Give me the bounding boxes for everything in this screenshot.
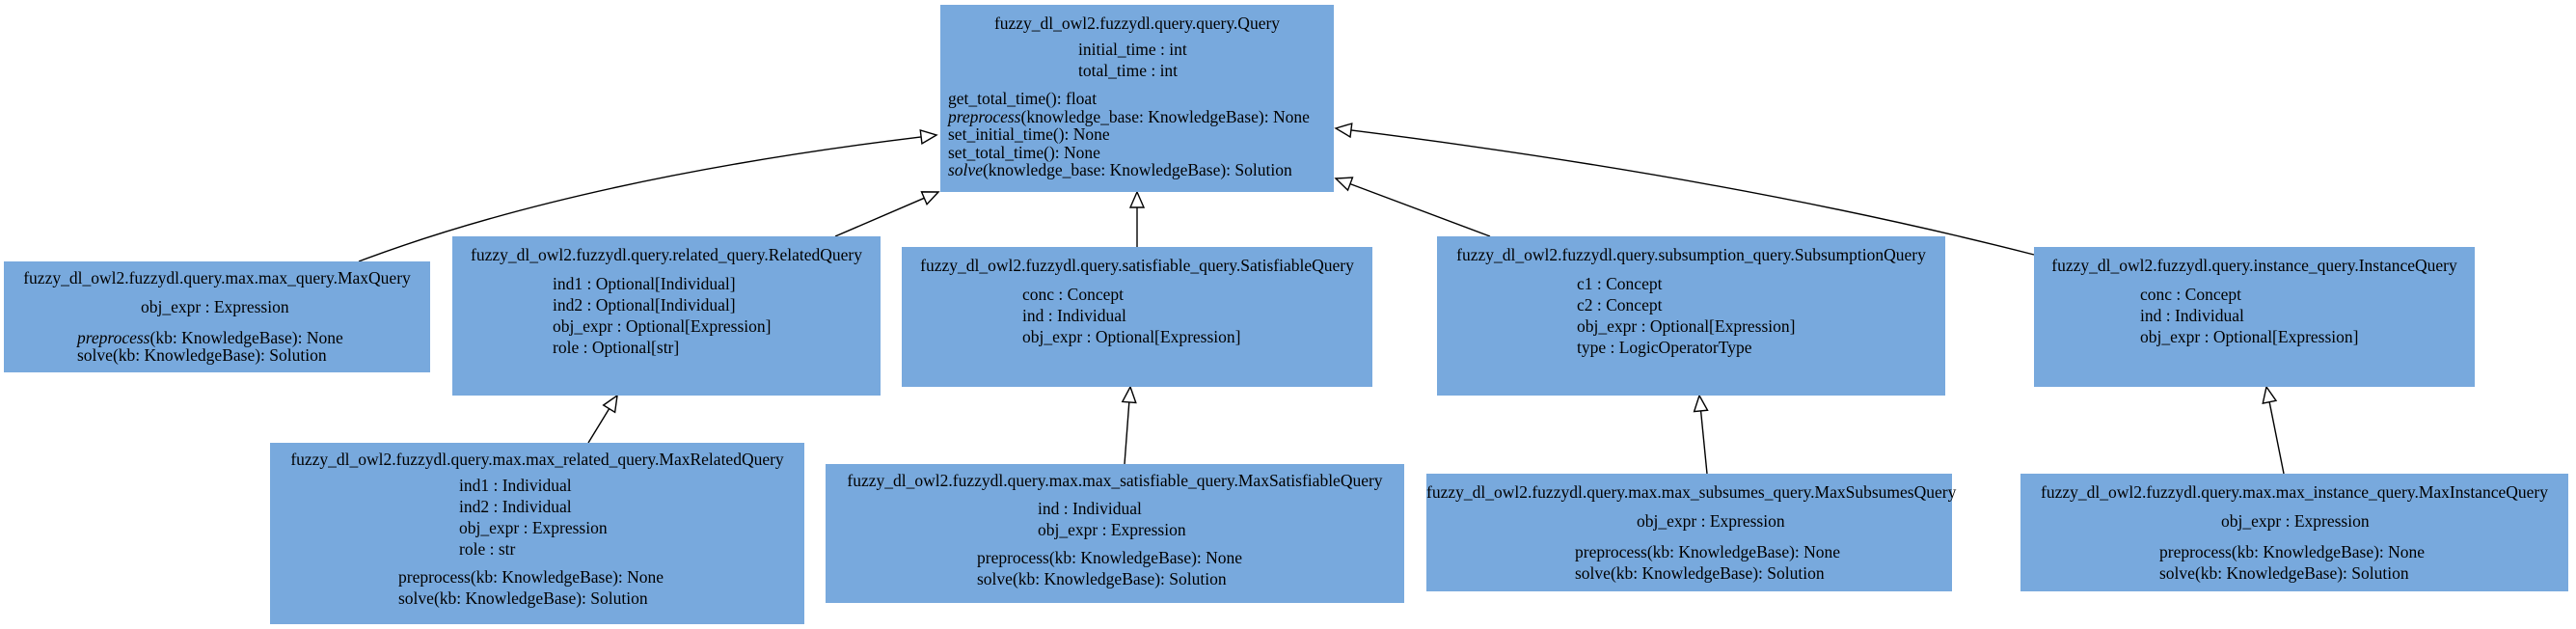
method: solve(kb: KnowledgeBase): Solution <box>398 588 648 608</box>
attribute: conc : Concept <box>2140 285 2241 304</box>
attribute: obj_expr : Optional[Expression] <box>1577 316 1796 336</box>
class-title: fuzzy_dl_owl2.fuzzydl.query.max.max_rela… <box>290 450 784 469</box>
class-title: fuzzy_dl_owl2.fuzzydl.query.related_quer… <box>471 245 862 264</box>
method: preprocess(kb: KnowledgeBase): None <box>977 548 1243 567</box>
inheritance-edge <box>1699 410 1708 475</box>
inheritance-arrowhead <box>1121 385 1137 404</box>
method: solve(knowledge_base: KnowledgeBase): So… <box>948 160 1292 179</box>
inheritance-edge <box>1350 129 2035 256</box>
inheritance-arrowhead <box>919 128 938 146</box>
class-node-satisfiable-query[interactable]: fuzzy_dl_owl2.fuzzydl.query.satisfiable_… <box>902 247 1372 387</box>
class-node-query[interactable]: fuzzy_dl_owl2.fuzzydl.query.query.Query … <box>940 5 1334 192</box>
attribute: ind : Individual <box>1022 306 1126 325</box>
attribute: conc : Concept <box>1022 285 1124 304</box>
method: solve(kb: KnowledgeBase): Solution <box>2159 563 2409 583</box>
method-list: preprocess(kb: KnowledgeBase): None solv… <box>1426 532 1952 584</box>
inheritance-edge <box>587 408 610 444</box>
attribute: obj_expr : Expression <box>141 297 289 316</box>
inheritance-edge <box>358 136 922 262</box>
class-title: fuzzy_dl_owl2.fuzzydl.query.max.max_quer… <box>23 268 411 287</box>
method-list: preprocess(kb: KnowledgeBase): None solv… <box>270 560 804 609</box>
method: preprocess(kb: KnowledgeBase): None <box>2159 542 2426 561</box>
attribute: obj_expr : Optional[Expression] <box>553 316 772 336</box>
attribute: total_time : int <box>1078 61 1179 80</box>
attribute: role : Optional[str] <box>553 338 680 357</box>
method: solve(kb: KnowledgeBase): Solution <box>1575 563 1825 583</box>
attribute: role : str <box>459 539 516 559</box>
attribute-list: ind1 : Optional[Individual] ind2 : Optio… <box>452 265 881 358</box>
inheritance-arrowhead <box>602 394 618 414</box>
inheritance-edge <box>1349 182 1491 237</box>
class-title: fuzzy_dl_owl2.fuzzydl.query.max.max_inst… <box>2041 482 2548 502</box>
attribute: c2 : Concept <box>1577 295 1663 314</box>
class-node-max-related-query[interactable]: fuzzy_dl_owl2.fuzzydl.query.max.max_rela… <box>270 443 804 624</box>
class-title: fuzzy_dl_owl2.fuzzydl.query.subsumption_… <box>1456 245 1926 264</box>
method-list: preprocess(kb: KnowledgeBase): None solv… <box>4 317 430 364</box>
inheritance-arrowhead <box>920 191 940 206</box>
attribute: obj_expr : Expression <box>1038 520 1186 539</box>
attribute: c1 : Concept <box>1577 274 1663 293</box>
method: get_total_time(): float <box>948 89 1098 108</box>
inheritance-arrowhead <box>1334 177 1354 192</box>
method: preprocess(knowledge_base: KnowledgeBase… <box>948 106 1310 126</box>
inheritance-edge <box>834 197 925 237</box>
attribute: ind1 : Individual <box>459 476 572 495</box>
method-list: preprocess(kb: KnowledgeBase): None solv… <box>826 540 1404 589</box>
inheritance-arrowhead <box>2262 385 2278 404</box>
method: preprocess(kb: KnowledgeBase): None <box>77 328 343 347</box>
class-node-max-query[interactable]: fuzzy_dl_owl2.fuzzydl.query.max.max_quer… <box>4 261 430 372</box>
attribute-list: obj_expr : Expression <box>2020 503 2568 532</box>
attribute-list: conc : Concept ind : Individual obj_expr… <box>902 276 1372 347</box>
attribute: ind : Individual <box>2140 306 2244 325</box>
method: solve(kb: KnowledgeBase): Solution <box>977 569 1227 588</box>
class-title: fuzzy_dl_owl2.fuzzydl.query.query.Query <box>993 14 1281 33</box>
attribute-list: obj_expr : Expression <box>1426 503 1952 532</box>
class-node-max-satisfiable-query[interactable]: fuzzy_dl_owl2.fuzzydl.query.max.max_sati… <box>826 464 1404 603</box>
method-list: preprocess(kb: KnowledgeBase): None solv… <box>2020 532 2568 584</box>
attribute: obj_expr : Expression <box>2221 511 2370 531</box>
attribute-list: ind : Individual obj_expr : Expression <box>826 491 1404 540</box>
attribute: obj_expr : Expression <box>459 518 608 537</box>
method: solve(kb: KnowledgeBase): Solution <box>77 345 327 365</box>
method: preprocess(kb: KnowledgeBase): None <box>398 567 664 587</box>
attribute: ind1 : Optional[Individual] <box>553 274 736 293</box>
attribute: ind : Individual <box>1038 499 1142 518</box>
attribute: obj_expr : Expression <box>1637 511 1785 531</box>
method-list: get_total_time(): float preprocess(knowl… <box>940 81 1334 179</box>
inheritance-edge <box>2268 401 2285 475</box>
attribute: obj_expr : Optional[Expression] <box>2140 327 2359 346</box>
attribute-list: c1 : Concept c2 : Concept obj_expr : Opt… <box>1437 265 1945 358</box>
class-node-subsumption-query[interactable]: fuzzy_dl_owl2.fuzzydl.query.subsumption_… <box>1437 236 1945 396</box>
inheritance-arrowhead <box>1128 190 1146 208</box>
method: preprocess(kb: KnowledgeBase): None <box>1575 542 1841 561</box>
attribute: type : LogicOperatorType <box>1577 338 1752 357</box>
method: set_total_time(): None <box>948 142 1100 162</box>
attribute-list: obj_expr : Expression <box>4 288 430 317</box>
inheritance-edge <box>1124 401 1130 465</box>
attribute-list: ind1 : Individual ind2 : Individual obj_… <box>270 470 804 560</box>
class-node-max-subsumes-query[interactable]: fuzzy_dl_owl2.fuzzydl.query.max.max_subs… <box>1426 474 1957 591</box>
attribute: obj_expr : Optional[Expression] <box>1022 327 1241 346</box>
class-node-related-query[interactable]: fuzzy_dl_owl2.fuzzydl.query.related_quer… <box>452 236 881 396</box>
attribute-list: initial_time : int total_time : int <box>940 34 1334 81</box>
method: set_initial_time(): None <box>948 124 1110 144</box>
inheritance-arrowhead <box>1693 394 1709 413</box>
attribute: ind2 : Individual <box>459 497 572 516</box>
attribute: ind2 : Optional[Individual] <box>553 295 736 314</box>
class-title: fuzzy_dl_owl2.fuzzydl.query.max.max_sati… <box>847 471 1383 490</box>
attribute: initial_time : int <box>1078 40 1187 59</box>
class-title: fuzzy_dl_owl2.fuzzydl.query.max.max_subs… <box>1426 482 1957 502</box>
class-node-instance-query[interactable]: fuzzy_dl_owl2.fuzzydl.query.instance_que… <box>2034 247 2475 387</box>
inheritance-arrowhead <box>1334 123 1353 139</box>
class-title: fuzzy_dl_owl2.fuzzydl.query.instance_que… <box>2051 256 2457 275</box>
attribute-list: conc : Concept ind : Individual obj_expr… <box>2034 276 2475 347</box>
class-node-max-instance-query[interactable]: fuzzy_dl_owl2.fuzzydl.query.max.max_inst… <box>2020 474 2568 591</box>
class-title: fuzzy_dl_owl2.fuzzydl.query.satisfiable_… <box>920 256 1354 275</box>
